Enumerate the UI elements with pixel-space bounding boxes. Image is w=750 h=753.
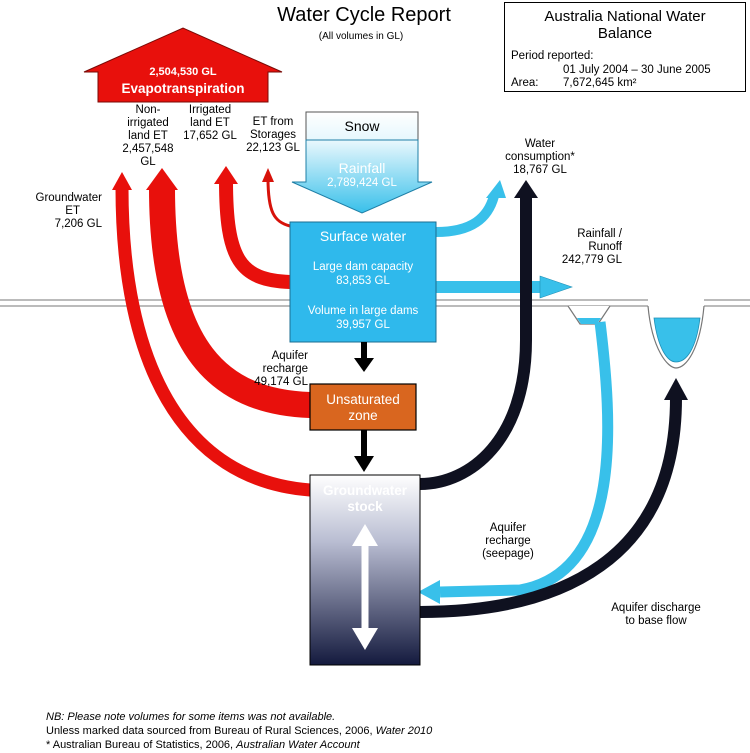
surface-water-box (289, 221, 437, 343)
irrigated-et-arrow (214, 166, 291, 289)
surface-water-label: Surface water (319, 228, 407, 244)
groundwater-et-arrow (112, 172, 311, 497)
info-title-line1: Australia National Water (544, 8, 706, 25)
aquifer-discharge-label: Aquifer discharge to base flow (611, 602, 701, 627)
groundwater-stock-label: Groundwater stock (322, 483, 407, 514)
dam-volume-value: 39,957 GL (336, 319, 390, 331)
aquifer-discharge-arrow (419, 378, 688, 618)
rainfall-arrow (291, 139, 433, 214)
groundwater-updown-arrow (352, 524, 378, 650)
water-consumption-arrow (435, 180, 506, 237)
irrigated-et-label: Irrigated land ET 17,652 GL (183, 104, 237, 142)
period-value: 01 July 2004 – 30 June 2005 (563, 64, 711, 76)
dam-capacity-label: Large dam capacity (312, 261, 414, 273)
et-storages-label: ET from Storages 22,123 GL (246, 116, 300, 154)
aquifer-seepage-arrow (418, 321, 614, 604)
non-irrigated-et-arrow (146, 168, 311, 418)
info-box: Australia National Water Balance Period … (504, 2, 746, 92)
water-consumption-label: Water consumption* 18,767 GL (505, 138, 575, 176)
aquifer-recharge-label: Aquifer recharge 49,174 GL (254, 350, 308, 388)
page-subtitle: (All volumes in GL) (318, 31, 404, 42)
unsaturated-to-groundwater-arrow (354, 430, 374, 472)
non-irrigated-et-label: Non- irrigated land ET 2,457,548 GL (122, 104, 174, 168)
ground-surface-line (0, 299, 750, 369)
evapotranspiration-arrow (83, 27, 283, 103)
footnote-abs: * Australian Bureau of Statistics, 2006,… (46, 739, 360, 751)
unsaturated-zone-box (309, 383, 417, 431)
aquifer-seepage-label: Aquifer recharge (seepage) (482, 522, 534, 560)
evapotranspiration-value: 2,504,530 GL (149, 66, 217, 78)
groundwater-et-label: Groundwater ET 7,206 GL (35, 192, 102, 230)
period-label: Period reported: (511, 50, 594, 62)
consumption-black-arrow (419, 180, 538, 490)
footnote-nb: NB: Please note volumes for some items w… (46, 711, 336, 723)
rainfall-label: Rainfall (338, 160, 386, 176)
info-title-line2: Balance (597, 25, 653, 42)
dam-volume-label: Volume in large dams (307, 305, 419, 317)
unsaturated-zone-label: Unsaturated zone (326, 392, 400, 423)
aquifer-recharge-arrow (354, 342, 374, 372)
footnote-source: Unless marked data sourced from Bureau o… (46, 725, 433, 737)
rainfall-runoff-label: Rainfall / Runoff 242,779 GL (561, 228, 622, 266)
snow-label: Snow (344, 118, 380, 134)
evapotranspiration-label: Evapotranspiration (121, 81, 245, 96)
snow-box (305, 111, 419, 141)
page-title: Water Cycle Report (277, 4, 451, 26)
area-label: Area: (511, 77, 539, 89)
dam-capacity-value: 83,853 GL (336, 275, 390, 287)
area-value: 7,672,645 km² (563, 77, 637, 89)
et-storages-arrow (262, 168, 291, 228)
rainfall-runoff-arrow (436, 275, 573, 299)
rainfall-value: 2,789,424 GL (327, 177, 397, 189)
